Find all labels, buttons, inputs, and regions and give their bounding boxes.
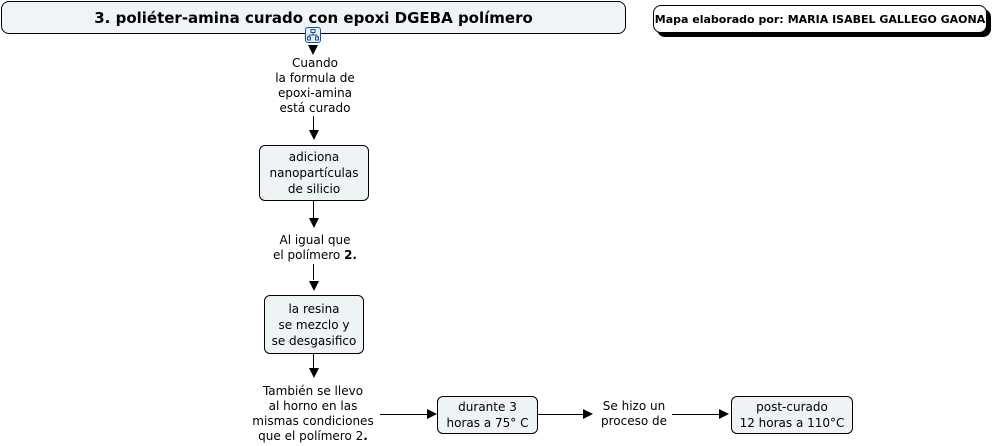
connector-label-4: Se hizo un proceso de [594,399,674,429]
label-2-line-2-text: el polímero [273,248,345,262]
arrow-n1-to-l2 [309,218,319,228]
line-n1-to-l2 [313,201,314,219]
label-3-line-1: También se llevo [262,384,364,398]
map-title: 3. poliéter-amina curado con epoxi DGEBA… [94,8,533,27]
node-1-line-2: nanopartículas [269,166,359,180]
node-post-curado[interactable]: post-curado 12 horas a 110°C [731,396,853,434]
line-l1-to-n1 [313,116,314,130]
node-3-line-2: horas a 75° C [446,416,529,430]
node-4-line-1: post-curado [756,400,828,414]
node-3-line-1: durante 3 [458,400,517,414]
arrow-n2-to-l3 [309,368,319,378]
label-3-line-2: al horno en las [268,399,358,413]
line-n2-to-l3 [313,354,314,368]
label-2-line-1: Al igual que [279,233,351,247]
connector-label-2: Al igual que el polímero 2. [255,233,375,263]
node-2-line-2: se mezclo y [278,317,350,332]
connector-label-3: También se llevo al horno en las mismas … [246,384,380,444]
label-2-bold: 2. [344,248,357,262]
arrow-l3-to-n3 [427,409,437,419]
node-1-line-3: de silicio [287,182,341,196]
label-4-line-1: Se hizo un [602,399,666,413]
author-prefix: Mapa elaborado por: [654,12,784,26]
node-durante-3-horas[interactable]: durante 3 horas a 75° C [437,396,538,434]
arrow-l1-to-n1 [309,130,319,140]
line-l4-to-n4 [672,414,720,415]
author-box: Mapa elaborado por: MARIA ISABEL GALLEGO… [653,5,987,33]
author-name: MARIA ISABEL GALLEGO GAONA [787,12,986,26]
arrow-n3-to-l4 [583,409,593,419]
node-1-line-1: adiciona [288,150,340,164]
label-3-line-3: mismas condiciones [252,414,374,428]
node-2-line-3: se desgasifico [271,333,357,348]
label-1-line-2: la formula de [275,71,355,85]
connector-label-1: Cuando la formula de epoxi-amina está cu… [255,56,375,116]
node-adiciona-nanoparticulas[interactable]: adiciona nanopartículas de silicio [259,145,369,201]
line-l2-to-n2 [313,264,314,280]
label-2-line-2: el polímero 2. [255,248,375,263]
line-n3-to-l4 [538,414,584,415]
label-1-line-3: epoxi-amina [277,86,353,100]
label-1-line-1: Cuando [292,56,338,70]
sitemap-icon[interactable] [305,27,321,43]
line-l3-to-n3 [380,414,428,415]
arrow-title-to-l1 [308,45,318,55]
node-4-line-2: 12 horas a 110°C [739,416,845,430]
arrow-l4-to-n4 [719,409,729,419]
label-3-bold: . [363,429,368,443]
label-3-line-4: que el polímero 2. [246,429,380,444]
label-1-line-4: está curado [279,101,351,115]
node-2-line-1: la resina [288,301,340,316]
arrow-l2-to-n2 [309,281,319,291]
label-4-line-2: proceso de [600,414,668,428]
label-3-line-4-text: que el polímero 2 [258,429,364,443]
node-resina-mezclo[interactable]: la resina se mezclo y se desgasifico [264,295,364,354]
